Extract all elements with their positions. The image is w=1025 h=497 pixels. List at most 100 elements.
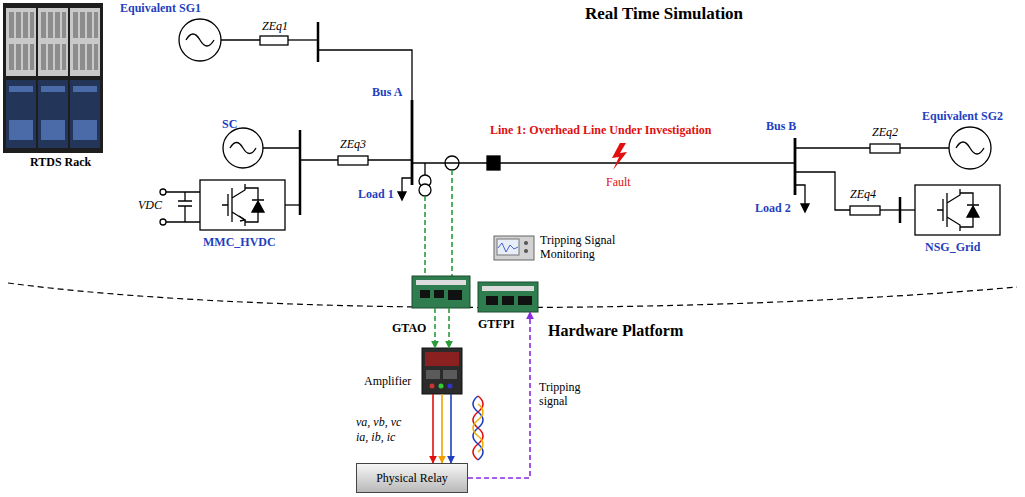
- node-text: Physical Relay: [376, 471, 448, 486]
- single-line-diagram: [300, 159, 338, 160]
- single-line-diagram: [915, 185, 1000, 235]
- single-line-diagram: [200, 180, 285, 230]
- node-label: GTFPI: [478, 318, 515, 332]
- single-line-diagram: [299, 130, 302, 215]
- rtds-rack: [41, 120, 65, 140]
- single-line-diagram: [411, 100, 414, 185]
- diagram-label: ia, ib, ic: [356, 431, 395, 445]
- rtds-rack: [41, 44, 46, 70]
- single-line-diagram: [166, 192, 200, 222]
- scope-icon: [524, 249, 528, 253]
- connector: [435, 308, 449, 348]
- rtds-rack: [62, 44, 66, 70]
- measurement-lead: [425, 170, 452, 276]
- amplifier-unit: [439, 384, 444, 389]
- rtds-rack: [73, 12, 78, 38]
- diagram-label: NSG_Grid: [925, 241, 980, 255]
- single-line-diagram: [160, 189, 166, 195]
- rtds-rack: [9, 12, 14, 38]
- rtds-rack: [73, 44, 78, 70]
- connector-line: [434, 308, 436, 348]
- equipment-node: Amplifier: [422, 348, 462, 394]
- equipment-node: GTAO: [412, 276, 470, 308]
- rtds-rack: [16, 12, 21, 38]
- equipment-node: Tripping Signal Monitoring: [494, 236, 534, 260]
- single-line-diagram: [949, 127, 991, 169]
- gtfpi-board: [486, 296, 498, 305]
- single-line-diagram: [179, 19, 221, 61]
- rtds-rack: [62, 12, 66, 38]
- single-line-diagram: [230, 143, 256, 154]
- rtds-rack: [9, 44, 14, 70]
- diagram-label: Equivalent SG2: [922, 110, 1003, 124]
- gtao-board: [412, 276, 470, 308]
- amplifier-unit: [430, 384, 435, 389]
- connector: [468, 312, 530, 478]
- rtds-rack: [41, 12, 46, 38]
- rtds-rack: [6, 80, 36, 148]
- rtds-rack: [94, 12, 98, 38]
- amplifier-unit: [425, 352, 459, 366]
- diagram-title: Real Time Simulation: [585, 4, 743, 24]
- gtfpi-board: [478, 282, 538, 312]
- amplifier-unit: [426, 370, 440, 379]
- connector-line: [441, 394, 443, 463]
- connector-line: [450, 394, 452, 463]
- single-line-diagram: [850, 206, 880, 215]
- rtds-rack: [9, 12, 98, 70]
- gtao-board: [416, 280, 466, 285]
- rtds-rack: [23, 12, 28, 38]
- rtds-rack: [3, 3, 103, 153]
- twisted-cable: [473, 396, 483, 460]
- gtao-board: [448, 290, 462, 300]
- rtds-rack: [38, 8, 68, 76]
- rtds-rack: [38, 80, 68, 148]
- single-line-diagram: [956, 142, 984, 154]
- rtds-rack: [48, 12, 53, 38]
- rtds-rack: [9, 86, 97, 140]
- rtds-rack: [55, 12, 60, 38]
- single-line-diagram: [794, 138, 797, 195]
- rtds-rack: [87, 44, 92, 70]
- rtds-rack: [70, 80, 100, 148]
- single-line-diagram: [419, 184, 431, 196]
- single-line-diagram: [801, 204, 809, 212]
- equipment-node: GTFPI: [478, 282, 538, 312]
- single-line-diagram: [900, 147, 949, 148]
- diagram-label: Bus A: [372, 86, 402, 100]
- diagram-label: Equivalent SG1: [120, 2, 201, 16]
- rtds-rack: [80, 12, 85, 38]
- diagram-label: Load 1: [358, 188, 394, 202]
- single-line-diagram: [160, 219, 166, 225]
- node-label: Tripping Signal Monitoring: [540, 234, 620, 262]
- rtds-rack: [9, 120, 33, 140]
- node-label: Amplifier: [364, 375, 411, 389]
- single-line-diagram: [880, 209, 900, 210]
- single-line-diagram: [424, 163, 425, 175]
- rtds-rack: [87, 12, 92, 38]
- rtds-rack: [94, 44, 98, 70]
- single-line-diagram: [223, 128, 263, 168]
- single-line-diagram: [160, 19, 1000, 235]
- scope-icon: [498, 243, 518, 252]
- single-line-diagram: [398, 192, 406, 200]
- scope-icon: [524, 241, 528, 245]
- gtao-board: [412, 276, 470, 308]
- single-line-diagram: [285, 204, 300, 205]
- single-line-diagram: [239, 216, 245, 221]
- rtds-rack: [41, 86, 65, 92]
- connector-line: [432, 394, 434, 463]
- diagram-label: va, vb, vc: [356, 416, 401, 430]
- single-line-diagram: [317, 22, 320, 62]
- diagram-label: Line 1: Overhead Line Under Investigatio…: [490, 124, 711, 138]
- amplifier-unit: [422, 348, 462, 394]
- rtds-rack: [30, 12, 34, 38]
- connector-line: [468, 312, 530, 478]
- single-line-diagram: [368, 159, 412, 160]
- gtfpi-board: [518, 296, 532, 305]
- rtds-rack: [73, 86, 97, 92]
- rtds-rack: [9, 86, 33, 92]
- single-line-diagram: [795, 147, 870, 148]
- single-line-diagram: [252, 201, 264, 212]
